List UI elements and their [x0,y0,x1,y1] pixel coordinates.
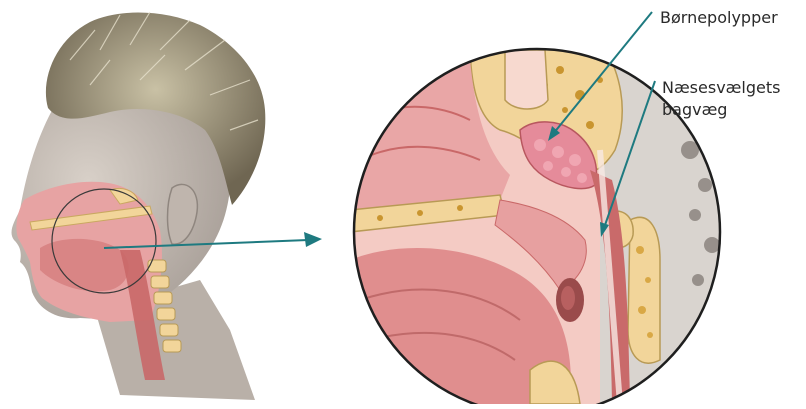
label-pharynx-back-wall: Næsesvælgets bagvæg [662,77,780,121]
label-pharynx-back-wall-line2: bagvæg [662,99,780,121]
label-adenoids: Børnepolypper [660,7,778,29]
label-pharynx-back-wall-line1: Næsesvælgets [662,77,780,99]
head-figure [12,12,266,400]
